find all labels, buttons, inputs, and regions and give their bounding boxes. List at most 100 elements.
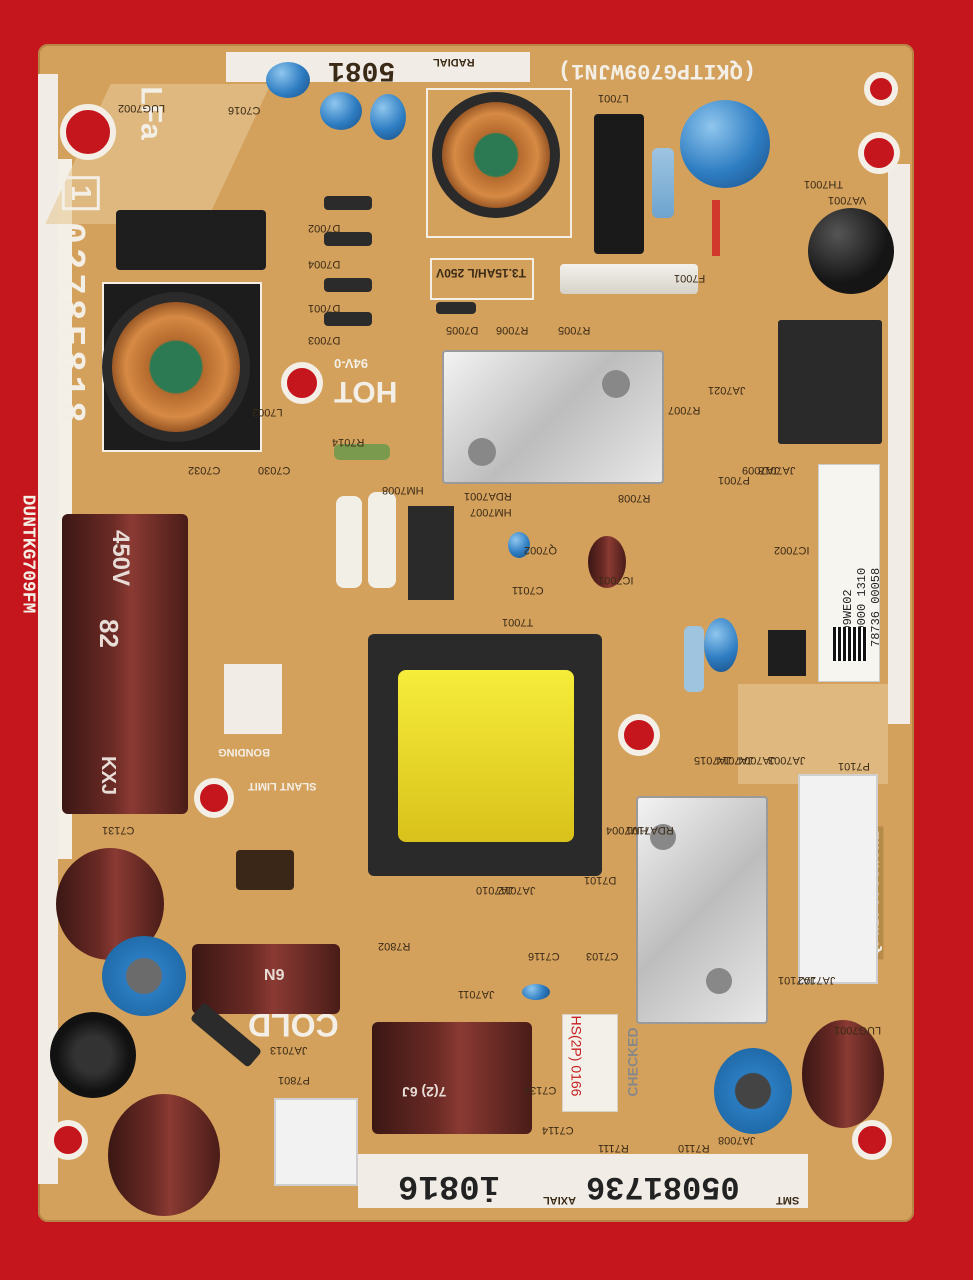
ref-designator-va7001: VA7001 — [828, 194, 867, 206]
serial-bottom: 05081736 — [586, 1168, 740, 1205]
ceramic-cap-c7116 — [522, 984, 550, 1000]
resistor-r7014 — [334, 444, 390, 460]
ref-designator-d7101: D7101 — [584, 874, 617, 886]
thermistor-th7001 — [808, 208, 894, 294]
serial-bottom-left: i0816 — [398, 1166, 501, 1204]
ul-text: 94V-0 — [334, 356, 368, 371]
pcb-board: 5081 RADIAL (QKITPG709WJN1) LFa 1 0278F8… — [17, 44, 914, 1222]
bonding-box — [224, 664, 282, 734]
handwritten-note: HS(2P) 0166 — [568, 1015, 585, 1097]
ref-designator-rda7001: RDA7001 — [464, 490, 512, 502]
ref-designator-ja7003: JA7003 — [768, 754, 806, 766]
heatsink-screw-1 — [602, 370, 630, 398]
ref-designator-d7004: D7004 — [308, 258, 341, 270]
ref-designator-c7030: C7030 — [258, 464, 291, 476]
mounting-hole-right-1 — [858, 132, 900, 174]
resistor-47k-b — [368, 492, 396, 588]
sticker-line1: G709WE02 — [841, 589, 855, 647]
ref-designator-c7134: C7134 — [524, 1084, 557, 1096]
smt-label: SMT — [776, 1194, 800, 1206]
diode-d7004 — [324, 232, 372, 246]
elcap-black-left — [50, 1012, 136, 1098]
sticker-line3: 78736 00058 — [869, 567, 883, 647]
elcap-6n — [192, 944, 340, 1014]
relay-box — [116, 210, 266, 270]
elcap-6n-mark: 6N — [264, 965, 285, 982]
ref-designator-rda7101: RDA7101 — [626, 824, 674, 836]
ref-designator-d7001: D7001 — [308, 302, 341, 314]
elcap-bottom-left — [108, 1094, 220, 1216]
mounting-hole-bottom-left-2 — [48, 1120, 88, 1160]
ref-designator-t7001: T7001 — [502, 616, 534, 628]
version-marker: 1 — [61, 176, 100, 210]
cap-c7011 — [508, 532, 530, 558]
radial-label: RADIAL — [433, 56, 475, 68]
connector-p7101 — [798, 774, 878, 984]
ic-hm7008 — [408, 506, 454, 600]
ref-designator-lug7001: LUG7001 — [834, 1024, 882, 1036]
ref-designator-c7032: C7032 — [188, 464, 221, 476]
ref-designator-c7116: C7116 — [528, 950, 560, 962]
trace-area-2 — [738, 684, 888, 784]
fuse-rating-box — [430, 258, 534, 300]
qr-code — [833, 627, 867, 661]
ref-designator-hm7008: HM7008 — [382, 484, 424, 496]
elcap-c7134-mark: 7(2) 6J — [402, 1084, 447, 1100]
mounting-hole-bottom-left — [194, 778, 234, 818]
heatsink-screw-4 — [706, 968, 732, 994]
ref-designator-ic7002: IC7002 — [774, 544, 810, 556]
ref-designator-lug7002: LUG7002 — [118, 102, 166, 114]
checked-text: CHECKED — [624, 1027, 641, 1097]
toroid-l7002 — [102, 292, 250, 442]
bulk-cap-value: 82 — [93, 619, 124, 648]
axial-label: AXIAL — [543, 1194, 576, 1206]
sticker-line2: 000000 1310 — [855, 567, 869, 647]
ref-designator-p7801: P7801 — [278, 1074, 310, 1086]
heatsink-screw-3 — [650, 824, 676, 850]
ceramic-cap-c7016-b — [320, 92, 362, 130]
diode-upper — [236, 850, 294, 890]
ref-designator-r7007: R7007 — [668, 404, 701, 416]
ref-designator-c7131: C7131 — [102, 824, 135, 836]
bulk-cap-voltage: 450V — [107, 529, 135, 587]
ref-designator-ja7012: JA7012 — [498, 884, 536, 896]
slant-limit-label: SLANT LIMIT — [248, 780, 317, 792]
varistor-va7001 — [680, 100, 770, 188]
mounting-hole-top-left — [60, 104, 116, 160]
ref-designator-r7111: R7111 — [598, 1142, 629, 1154]
elcap-blue-right — [714, 1048, 792, 1134]
red-link — [712, 200, 720, 256]
diode-d7005 — [436, 302, 476, 314]
ref-designator-r7014: R7014 — [332, 436, 365, 448]
ref-designator-ja7011: JA7011 — [458, 988, 495, 1000]
serial-left: DUNTKG709FM — [17, 494, 38, 614]
radial-code: 5081 — [328, 54, 396, 85]
ref-designator-ic7001: IC7001 — [598, 574, 634, 586]
mounting-hole-center-right — [618, 714, 660, 756]
barcode-sticker: G709WE02 000000 1310 78736 00058 — [818, 464, 883, 682]
heatsink-screw-2 — [468, 438, 496, 466]
ref-designator-q7002: Q7002 — [524, 544, 558, 556]
elcap-bottom-right — [802, 1020, 884, 1128]
resistor-47k-a — [336, 496, 362, 588]
fuse-rating: T3.15AH/L 250V — [436, 266, 526, 280]
common-mode-choke — [594, 114, 644, 254]
diode-d7002 — [324, 196, 372, 210]
ceramic-cap-c7016-a — [266, 62, 310, 98]
bulk-cap-top — [62, 514, 188, 814]
elcap-ic7001 — [588, 536, 626, 588]
mounting-hole-top-right — [864, 72, 898, 106]
silk-region-right-edge — [888, 164, 910, 724]
silk-region-top-left — [38, 74, 58, 1184]
ceramic-cap-right — [704, 618, 738, 672]
optocoupler-ic7002 — [768, 630, 806, 676]
ref-designator-r7006: R7006 — [496, 324, 529, 336]
ref-designator-c7114: C7114 — [542, 1124, 574, 1136]
bulk-cap-series: KXJ — [96, 756, 119, 795]
ref-designator-r7110: R7110 — [678, 1142, 710, 1154]
ref-designator-c7016: C7016 — [228, 104, 261, 116]
elcap-c7134 — [372, 1022, 532, 1134]
ref-designator-d7003: D7003 — [308, 334, 341, 346]
diode-d7003 — [324, 312, 372, 326]
ref-designator-d7002: D7002 — [308, 222, 341, 234]
